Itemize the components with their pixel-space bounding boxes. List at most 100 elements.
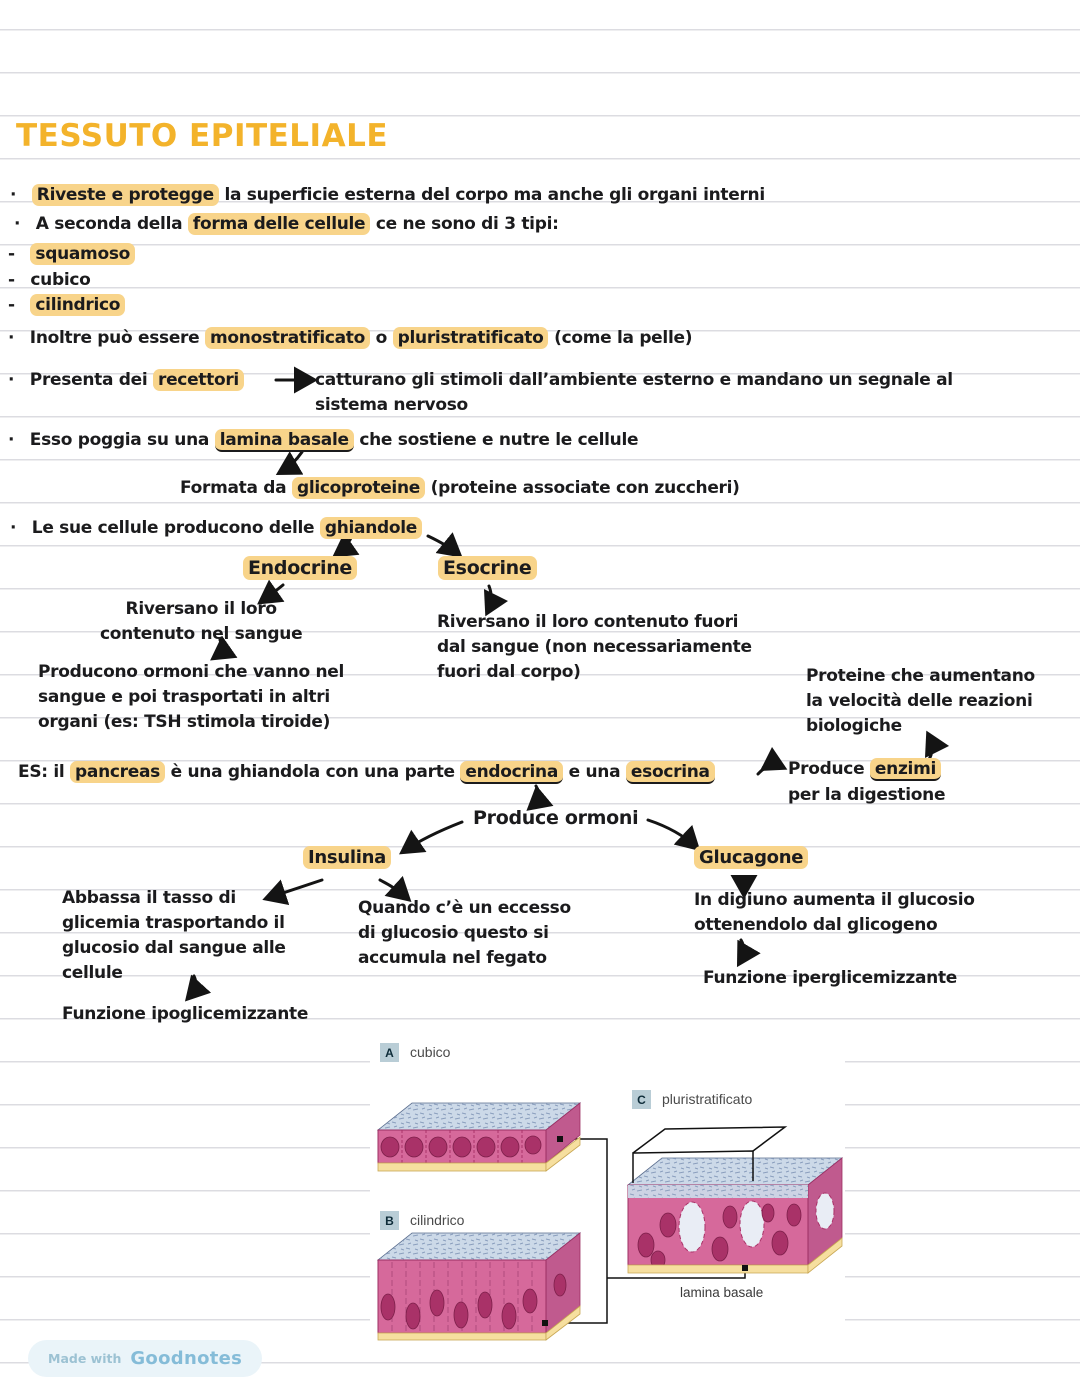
label-glucagone: Glucagone <box>694 845 809 870</box>
label-lamina-basale: lamina basale <box>680 1285 763 1300</box>
note-squamoso: - squamoso <box>8 242 136 267</box>
highlight-monostratificato: monostratificato <box>205 327 371 349</box>
label-cilindrico: cilindrico <box>410 1212 465 1228</box>
histology-diagram: A cubico C pluristratificato B cilindric… <box>370 1035 845 1345</box>
dash-marker: - <box>8 244 15 264</box>
figure-labels: A cubico C pluristratificato B cilindric… <box>380 1043 763 1300</box>
note-cilindrico: - cilindrico <box>8 293 126 318</box>
arrow-ormoni-insulina <box>399 820 464 855</box>
highlight-ghiandole: ghiandole <box>319 517 423 539</box>
goodnotes-watermark[interactable]: Made with Goodnotes <box>28 1340 263 1377</box>
note-text: la superficie esterna del corpo ma anche… <box>224 185 765 205</box>
nuclei-cubico <box>380 1135 542 1158</box>
highlight-riveste: Riveste e protegge <box>31 184 219 206</box>
note-text: cubico <box>30 270 91 290</box>
bullet-marker: · <box>10 518 17 538</box>
figure-cilindrico <box>376 1232 582 1341</box>
highlight-pancreas: pancreas <box>70 761 165 783</box>
highlight-lamina-basale: lamina basale <box>214 429 354 452</box>
label-insulina: Insulina <box>303 845 391 870</box>
label-esocrine: Esocrine <box>438 556 537 581</box>
highlight-squamoso: squamoso <box>30 243 136 265</box>
note-glucagone-digiuno: In digiuno aumenta il glucosio ottenendo… <box>694 890 975 935</box>
highlight-cilindrico: cilindrico <box>30 294 126 316</box>
nuclei-cilindrico <box>380 1273 567 1330</box>
note-text: A seconda della <box>35 214 188 234</box>
note-funzione-iperglicemizzante: Funzione iperglicemizzante <box>703 968 958 988</box>
note-glicoproteine: Formata da glicoproteine (proteine assoc… <box>180 476 740 501</box>
note-recettori-detail: catturano gli stimoli dall’ambiente este… <box>315 370 953 415</box>
arrow-ghiandole-esocrine <box>426 532 463 558</box>
note-text: che sostiene e nutre le cellule <box>359 430 639 450</box>
label-cubico: cubico <box>410 1044 451 1060</box>
arrow-glicogeno-funzione <box>736 938 761 968</box>
label-endocrine: Endocrine <box>243 556 358 581</box>
note-text: ES: il <box>18 762 71 782</box>
note-funzione-ipoglicemizzante: Funzione ipoglicemizzante <box>62 1004 309 1024</box>
highlight-glucagone: Glucagone <box>694 846 809 869</box>
note-text: è una ghiandola con una parte <box>170 762 461 782</box>
arrow-esocrina-enzimi <box>756 746 788 776</box>
note-text: Presenta dei <box>29 370 153 390</box>
highlight-insulina: Insulina <box>303 846 391 869</box>
note-endocrine-ormoni: Producono ormoni che vanno nel sangue e … <box>38 662 344 732</box>
bullet-marker: · <box>8 328 15 348</box>
note-produce-ormoni: Produce ormoni <box>473 807 639 829</box>
note-text: (come la pelle) <box>554 328 693 348</box>
figure-cubico <box>376 1102 582 1172</box>
wireframe-box <box>632 1126 788 1183</box>
highlight-enzimi: enzimi <box>869 758 942 781</box>
note-per-digestione: per la digestione <box>788 785 946 805</box>
note-lamina: · Esso poggia su una lamina basale che s… <box>8 428 639 453</box>
highlight-glicoproteine: glicoproteine <box>291 477 425 499</box>
label-pluristratificato: pluristratificato <box>662 1091 752 1107</box>
dash-marker: - <box>8 270 15 290</box>
highlight-pluristratificato: pluristratificato <box>392 327 549 349</box>
arrow-lamina-down <box>275 450 304 476</box>
note-strati: · Inoltre può essere monostratificato o … <box>8 326 692 351</box>
bullet-marker: · <box>8 430 15 450</box>
badge-a <box>380 1043 399 1062</box>
arrow-endocrina-ormoni <box>526 784 554 811</box>
note-text: Le sue cellule producono delle <box>31 518 320 538</box>
note-forma: · A seconda della forma delle cellule ce… <box>14 212 559 237</box>
badge-c-letter: C <box>637 1093 646 1107</box>
goodnotes-logo: Goodnotes <box>130 1348 243 1369</box>
highlight-endocrine: Endocrine <box>243 556 358 580</box>
highlight-esocrine: Esocrine <box>438 556 537 580</box>
note-text: Esso poggia su una <box>29 430 215 450</box>
dash-marker: - <box>8 295 15 315</box>
note-enzimi-definizione: Proteine che aumentano la velocità delle… <box>806 666 1035 736</box>
highlight-forma: forma delle cellule <box>187 213 371 235</box>
bullet-marker: · <box>10 185 17 205</box>
note-insulina-abbassa: Abbassa il tasso di glicemia trasportand… <box>62 888 286 983</box>
highlight-endocrina: endocrina <box>460 761 564 784</box>
badge-a-letter: A <box>385 1046 394 1060</box>
note-cubico: - cubico <box>8 268 91 293</box>
nuclei-pluristratificato <box>637 1203 802 1270</box>
highlight-recettori: recettori <box>152 369 244 391</box>
note-produce-enzimi: Produce enzimi <box>788 757 942 782</box>
bullet-marker: · <box>8 370 15 390</box>
arrow-esocrine-note <box>483 584 509 617</box>
bullet-marker: · <box>14 214 21 234</box>
arrow-ormoni-glucagone <box>646 818 701 852</box>
note-esocrine-riversano: Riversano il loro contenuto fuori dal sa… <box>437 612 752 682</box>
note-text: Produce <box>788 759 870 779</box>
page-title: TESSUTO EPITELIALE <box>16 118 389 154</box>
note-pancreas: ES: il pancreas è una ghiandola con una … <box>18 760 715 785</box>
note-text: ce ne sono di 3 tipi: <box>375 214 559 234</box>
note-text: o <box>375 328 393 348</box>
badge-b-letter: B <box>385 1214 394 1228</box>
watermark-made-with: Made with <box>48 1351 122 1366</box>
note-recettori: · Presenta dei recettori <box>8 368 244 393</box>
note-text: Formata da <box>180 478 292 498</box>
note-riveste: · Riveste e protegge la superficie ester… <box>10 183 765 208</box>
highlight-esocrina: esocrina <box>625 761 715 784</box>
badge-b <box>380 1211 399 1230</box>
note-endocrine-riversano: Riversano il loro contenuto nel sangue <box>100 599 303 644</box>
note-text: (proteine associate con zuccheri) <box>430 478 740 498</box>
figure-pluristratificato <box>626 1126 844 1274</box>
histology-figure: A cubico C pluristratificato B cilindric… <box>376 1043 844 1341</box>
